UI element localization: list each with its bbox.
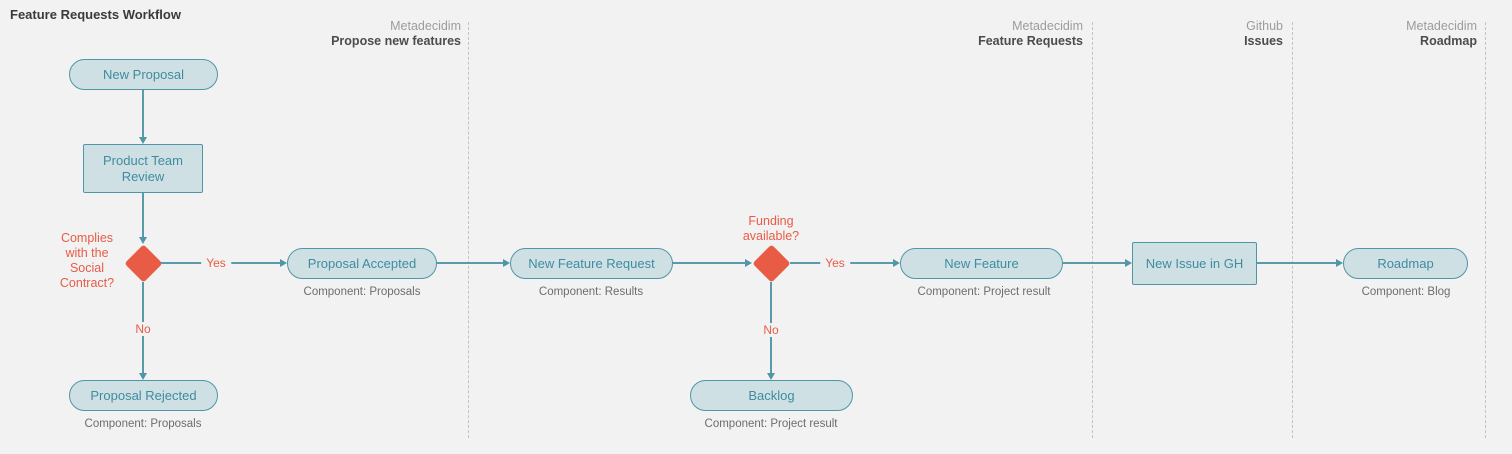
lane-name-label: Issues <box>1244 34 1283 48</box>
lane-name-label: Propose new features <box>331 34 461 48</box>
node-proposal-accepted: Proposal Accepted <box>287 248 437 279</box>
component-caption: Component: Proposals <box>84 418 202 430</box>
lane-divider <box>1092 22 1093 438</box>
edge-label-no: No <box>130 322 156 336</box>
lane-platform-label: Metadecidim <box>390 19 461 33</box>
lane-divider <box>1292 22 1293 438</box>
connector-featurerequest-decision2 <box>672 262 745 264</box>
node-proposal-rejected: Proposal Rejected <box>69 380 218 411</box>
arrowhead-into-roadmap <box>1336 259 1343 267</box>
lane-header-issues: Github Issues <box>1244 19 1283 49</box>
node-backlog: Backlog <box>690 380 853 411</box>
node-label: Proposal Accepted <box>307 255 417 271</box>
connector-newfeature-ghissue <box>1063 262 1125 264</box>
lane-header-feature-requests: Metadecidim Feature Requests <box>978 19 1083 49</box>
connector-review-decision <box>142 193 144 237</box>
node-product-team-review: Product Team Review <box>83 144 203 193</box>
decision-question-social-contract: Complies with the Social Contract? <box>59 231 115 290</box>
connector-accepted-featurerequest <box>437 262 503 264</box>
lane-name-label: Roadmap <box>1420 34 1477 48</box>
arrowhead-into-newfeature <box>893 259 900 267</box>
arrowhead-into-review <box>139 137 147 144</box>
node-new-feature-request: New Feature Request <box>510 248 673 279</box>
arrowhead-into-decision1 <box>139 237 147 244</box>
page-title: Feature Requests Workflow <box>10 7 181 22</box>
lane-divider <box>468 22 469 438</box>
arrowhead-into-ghissue <box>1125 259 1132 267</box>
edge-label-no: No <box>758 323 784 337</box>
decision-question-funding: Funding available? <box>742 214 800 243</box>
lane-platform-label: Metadecidim <box>1406 19 1477 33</box>
node-label: Backlog <box>748 387 795 403</box>
arrowhead-into-decision2 <box>745 259 752 267</box>
node-new-issue-in-gh: New Issue in GH <box>1132 242 1257 285</box>
component-caption: Component: Project result <box>917 286 1051 298</box>
node-label: New Issue in GH <box>1145 255 1244 271</box>
node-roadmap: Roadmap <box>1343 248 1468 279</box>
arrowhead-into-accepted <box>280 259 287 267</box>
lane-header-roadmap: Metadecidim Roadmap <box>1406 19 1477 49</box>
node-label: New Proposal <box>103 66 184 82</box>
lane-platform-label: Github <box>1246 19 1283 33</box>
connector-newproposal-review <box>142 90 144 137</box>
node-label: Product Team Review <box>103 152 183 184</box>
lane-name-label: Feature Requests <box>978 34 1083 48</box>
arrowhead-into-rejected <box>139 373 147 380</box>
lane-header-propose-new-features: Metadecidim Propose new features <box>331 19 461 49</box>
node-label: Proposal Rejected <box>90 387 197 403</box>
arrowhead-into-featurerequest <box>503 259 510 267</box>
decision-diamond-social-contract <box>123 243 163 283</box>
lane-platform-label: Metadecidim <box>1012 19 1083 33</box>
component-caption: Component: Results <box>538 286 644 298</box>
node-new-proposal: New Proposal <box>69 59 218 90</box>
decision-diamond-funding <box>751 243 791 283</box>
node-label: Roadmap <box>1377 255 1434 271</box>
component-caption: Component: Project result <box>704 418 838 430</box>
node-label: New Feature <box>944 255 1019 271</box>
edge-label-yes: Yes <box>201 256 231 270</box>
component-caption: Component: Blog <box>1361 286 1451 298</box>
node-new-feature: New Feature <box>900 248 1063 279</box>
lane-divider <box>1485 22 1486 438</box>
node-label: New Feature Request <box>528 255 655 271</box>
connector-ghissue-roadmap <box>1257 262 1336 264</box>
edge-label-yes: Yes <box>820 256 850 270</box>
arrowhead-into-backlog <box>767 373 775 380</box>
component-caption: Component: Proposals <box>303 286 421 298</box>
